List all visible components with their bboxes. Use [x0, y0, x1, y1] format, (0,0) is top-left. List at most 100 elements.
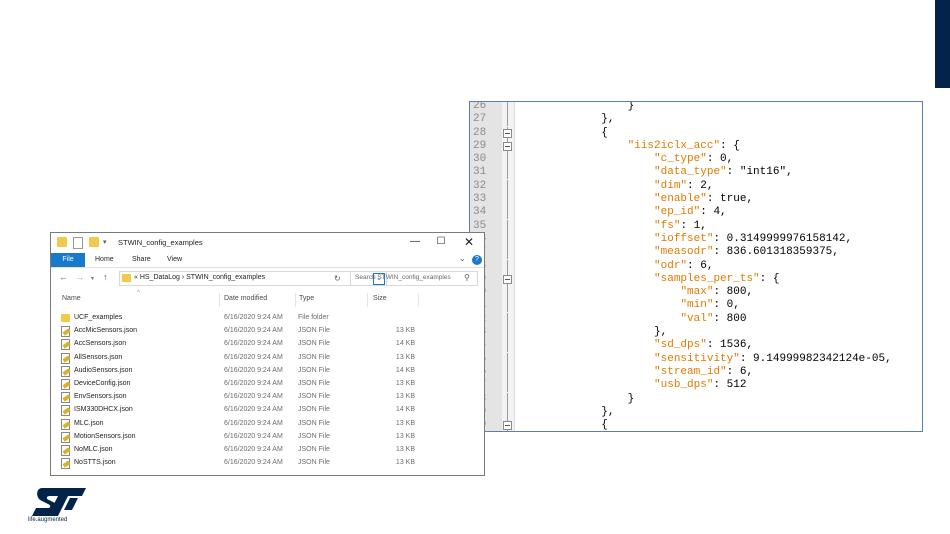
code-line[interactable]: 46 "stream_id": 6,	[470, 365, 922, 379]
tab-file[interactable]: File	[51, 253, 85, 267]
code-line[interactable]: 47 "usb_dps": 512	[470, 379, 922, 393]
minimize-button[interactable]: —	[410, 236, 420, 247]
code-line[interactable]: 28 {	[470, 126, 922, 140]
folder-icon	[61, 314, 70, 322]
code-line[interactable]: 35 "fs": 1,	[470, 219, 922, 233]
json-key-token: "ep_id"	[654, 206, 701, 219]
code-text: "enable": true,	[522, 193, 753, 206]
tab-share[interactable]: Share	[132, 256, 151, 263]
code-line[interactable]: 34 "ep_id": 4,	[470, 206, 922, 220]
column-header-date[interactable]: Date modified	[224, 295, 268, 302]
column-header-size[interactable]: Size	[373, 295, 387, 302]
address-path[interactable]: « HS_DataLog › STWIN_config_examples	[134, 274, 266, 281]
code-line[interactable]: 44 "sd_dps": 1536,	[470, 339, 922, 353]
code-line[interactable]: 49 },	[470, 405, 922, 419]
help-icon[interactable]: ?	[472, 255, 482, 265]
code-line[interactable]: 38 "odr": 6,	[470, 259, 922, 273]
code-line[interactable]: 31 "data_type": "int16",	[470, 166, 922, 180]
maximize-button[interactable]: ☐	[436, 236, 446, 247]
code-token: : 800,	[713, 286, 754, 299]
column-divider[interactable]	[219, 293, 220, 307]
address-bar[interactable]: « HS_DataLog › STWIN_config_examples ⌄	[119, 271, 387, 286]
up-arrow-icon[interactable]: ↑	[103, 272, 108, 282]
search-icon[interactable]: ⚲	[464, 273, 470, 282]
refresh-icon[interactable]: ↻	[334, 274, 341, 283]
tab-home[interactable]: Home	[95, 256, 114, 263]
fold-guide	[502, 365, 512, 379]
code-line[interactable]: 26 }	[470, 102, 922, 113]
forward-arrow-icon[interactable]: →	[75, 272, 84, 282]
code-line[interactable]: 45 "sensitivity": 9.14999982342124e-05,	[470, 352, 922, 366]
folder-icon[interactable]	[57, 237, 67, 247]
code-token	[522, 140, 628, 152]
column-header-type[interactable]: Type	[299, 295, 315, 302]
code-text: "ep_id": 4,	[522, 206, 727, 219]
json-file-icon	[61, 458, 70, 470]
fold-toggle-icon[interactable]	[502, 272, 512, 286]
code-token: : "int16",	[726, 166, 793, 179]
title-bar: ▾ STWIN_config_examples — ☐ ✕	[51, 233, 484, 253]
file-size: 13 KB	[395, 327, 415, 335]
column-divider[interactable]	[367, 293, 368, 307]
file-explorer-window[interactable]: ▾ STWIN_config_examples — ☐ ✕ File Home …	[50, 232, 485, 476]
code-line[interactable]: 30 "c_type": 0,	[470, 153, 922, 167]
tab-view[interactable]: View	[167, 256, 183, 263]
back-arrow-icon[interactable]: ←	[59, 272, 68, 282]
file-size: 13 KB	[395, 419, 415, 427]
code-line[interactable]: 37 "measodr": 836.601318359375,	[470, 246, 922, 260]
file-name: AudioSensors.json	[74, 366, 133, 374]
code-line[interactable]: 36 "ioffset": 0.3149999976158142,	[470, 232, 922, 246]
code-text: "samples_per_ts": {	[522, 273, 779, 286]
code-text: "odr": 6,	[522, 260, 713, 273]
search-input[interactable]: Search STWIN_config_examples ⚲	[350, 271, 478, 286]
customize-toolbar-icon[interactable]: ▾	[103, 239, 107, 246]
code-line[interactable]: 42 "val": 800	[470, 312, 922, 326]
code-text: "sensitivity": 9.14999982342124e-05,	[522, 353, 892, 366]
code-line[interactable]: 41 "min": 0,	[470, 299, 922, 313]
code-token	[522, 220, 654, 232]
fold-toggle-icon[interactable]	[502, 126, 512, 140]
file-name: UCF_examples	[74, 314, 123, 321]
code-line[interactable]: 48 }	[470, 392, 922, 406]
code-text: }	[522, 393, 635, 406]
properties-icon[interactable]	[73, 237, 83, 249]
address-dropdown-chevron-icon[interactable]: ⌄	[373, 273, 385, 285]
code-line[interactable]: 27 },	[470, 113, 922, 127]
file-type: JSON File	[298, 379, 330, 387]
code-line[interactable]: 40 "max": 800,	[470, 286, 922, 300]
code-line[interactable]: 29 "iis2iclx_acc": {	[470, 139, 922, 153]
fold-toggle-icon[interactable]	[502, 419, 512, 431]
json-code-editor[interactable]: 26 }27 },28 {29 "iis2iclx_acc": {30 "c_t…	[469, 101, 923, 432]
st-logo	[32, 488, 86, 516]
code-text: "max": 800,	[522, 286, 753, 299]
column-divider[interactable]	[418, 293, 419, 307]
code-line[interactable]: 33 "enable": true,	[470, 193, 922, 207]
code-line[interactable]: 32 "dim": 2,	[470, 179, 922, 193]
recent-locations-chevron-icon[interactable]: ▾	[91, 276, 95, 282]
new-folder-icon[interactable]	[89, 237, 99, 247]
expand-ribbon-chevron-icon[interactable]: ⌄	[459, 254, 466, 263]
fold-toggle-icon[interactable]	[502, 139, 512, 153]
column-headers: ^ Name Date modified Type Size	[51, 290, 484, 307]
column-header-name[interactable]: Name	[62, 295, 81, 302]
code-line[interactable]: 50 {	[470, 419, 922, 431]
close-button[interactable]: ✕	[463, 235, 475, 249]
code-line[interactable]: 43 },	[470, 326, 922, 340]
code-text: "stream_id": 6,	[522, 366, 753, 379]
column-divider[interactable]	[295, 293, 296, 307]
code-line[interactable]: 39 "samples_per_ts": {	[470, 272, 922, 286]
code-token	[522, 153, 654, 165]
